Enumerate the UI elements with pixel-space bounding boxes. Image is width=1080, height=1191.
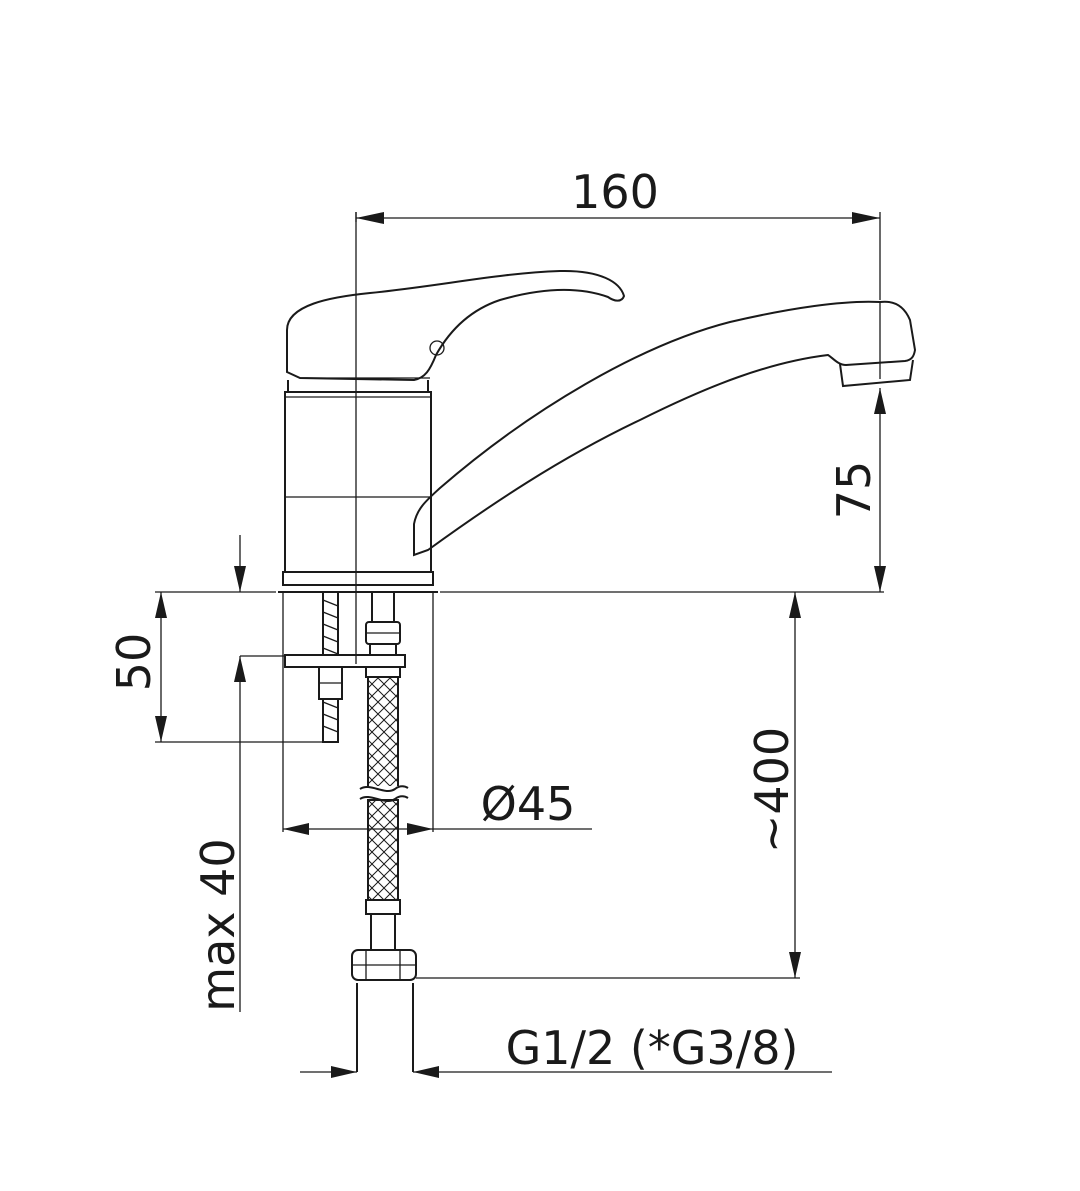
- braided-hose-upper: [367, 676, 399, 788]
- base-flange: [282, 571, 434, 586]
- dimension-body-diameter-label: Ø45: [481, 777, 576, 831]
- dimension-hose-length: ~400: [416, 592, 801, 979]
- body-cylinder: [284, 391, 432, 573]
- dimension-connection-thread: G1/2 (*G3/8): [300, 1021, 832, 1078]
- aerator: [839, 359, 914, 388]
- lever-handle: [286, 269, 626, 382]
- dimension-max-counter: max 40: [191, 535, 285, 1012]
- handle-collar: [287, 380, 429, 393]
- dimension-spout-height-label: 75: [827, 461, 881, 520]
- braided-hose-lower: [367, 799, 399, 901]
- fixing-plate: [284, 654, 406, 668]
- dimension-body-diameter: Ø45: [282, 592, 592, 835]
- dimension-mount-thickness: 50: [107, 591, 324, 743]
- handle-screw: [429, 340, 445, 356]
- supply-hose: [351, 591, 417, 1072]
- dimension-spout-reach-label: 160: [571, 165, 659, 219]
- dimension-max-counter-label: max 40: [191, 838, 245, 1011]
- spout-outline: [413, 300, 917, 557]
- dimension-spout-height: 75: [440, 388, 886, 593]
- dimension-connection-thread-label: G1/2 (*G3/8): [506, 1021, 799, 1075]
- mounting-hardware: [284, 212, 406, 743]
- dimension-hose-length-label: ~400: [745, 727, 799, 853]
- dimension-mount-thickness-label: 50: [107, 633, 161, 692]
- faucet-body: [278, 269, 626, 593]
- dimension-spout-reach: 160: [355, 165, 881, 300]
- spout: [413, 300, 917, 557]
